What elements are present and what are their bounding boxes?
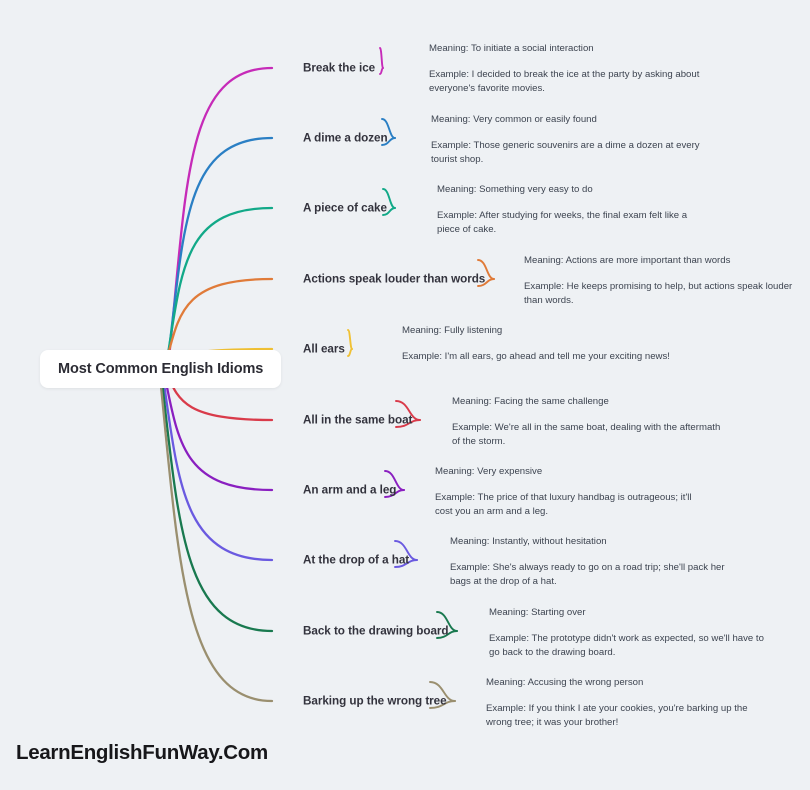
branch-trunk-6 [162, 370, 274, 492]
example-text-4: Example: I'm all ears, go ahead and tell… [402, 351, 670, 362]
example-text-5: Example: We're all in the same boat, dea… [452, 422, 721, 447]
meaning-text-4: Meaning: Fully listening [402, 325, 503, 336]
meaning-text-8: Meaning: Starting over [489, 607, 586, 618]
branch-label-7[interactable]: At the drop of a hat [303, 553, 410, 567]
branch-label-1[interactable]: A dime a dozen [303, 131, 388, 145]
branch-label-6[interactable]: An arm and a leg [303, 483, 397, 497]
meaning-text-2: Meaning: Something very easy to do [437, 184, 593, 195]
example-text-7: Example: She's always ready to go on a r… [450, 562, 725, 587]
branch-fork-example-4 [347, 348, 353, 357]
central-topic-node[interactable]: Most Common English Idioms [40, 350, 282, 388]
example-text-3: Example: He keeps promising to help, but… [524, 281, 793, 306]
meaning-text-3: Meaning: Actions are more important than… [524, 255, 731, 266]
branch-label-8[interactable]: Back to the drawing board [303, 624, 449, 638]
branch-label-9[interactable]: Barking up the wrong tree [303, 694, 447, 708]
meaning-text-1: Meaning: Very common or easily found [431, 114, 597, 125]
branch-fork-meaning-4 [347, 329, 353, 350]
branch-label-0[interactable]: Break the ice [303, 61, 376, 75]
footer-brand-text: LearnEnglishFunWay.Com [16, 741, 268, 764]
branch-trunk-2 [165, 206, 274, 364]
branch-label-5[interactable]: All in the same boat [303, 413, 413, 427]
branch-trunk-9 [159, 376, 274, 703]
example-text-1: Example: Those generic souvenirs are a d… [431, 140, 700, 165]
branch-trunk-8 [160, 374, 274, 633]
central-topic-label: Most Common English Idioms [58, 361, 264, 377]
meaning-text-5: Meaning: Facing the same challenge [452, 396, 609, 407]
branch-trunk-7 [161, 372, 274, 562]
example-text-8: Example: The prototype didn't work as ex… [489, 633, 764, 658]
example-text-0: Example: I decided to break the ice at t… [429, 69, 700, 94]
example-text-2: Example: After studying for weeks, the f… [437, 210, 688, 235]
branch-label-3[interactable]: Actions speak louder than words [303, 272, 486, 286]
meaning-text-7: Meaning: Instantly, without hesitation [450, 536, 607, 547]
meaning-text-9: Meaning: Accusing the wrong person [486, 677, 644, 688]
branch-label-2[interactable]: A piece of cake [303, 201, 387, 215]
example-text-6: Example: The price of that luxury handba… [435, 492, 692, 517]
example-text-9: Example: If you think I ate your cookies… [486, 703, 748, 728]
meaning-text-6: Meaning: Very expensive [435, 466, 543, 477]
branch-trunk-0 [167, 66, 274, 360]
branch-fork-meaning-0 [379, 47, 384, 69]
branch-label-4[interactable]: All ears [303, 342, 345, 356]
branch-fork-example-0 [379, 67, 384, 75]
branch-trunk-1 [166, 136, 274, 362]
meaning-text-0: Meaning: To initiate a social interactio… [429, 43, 594, 54]
